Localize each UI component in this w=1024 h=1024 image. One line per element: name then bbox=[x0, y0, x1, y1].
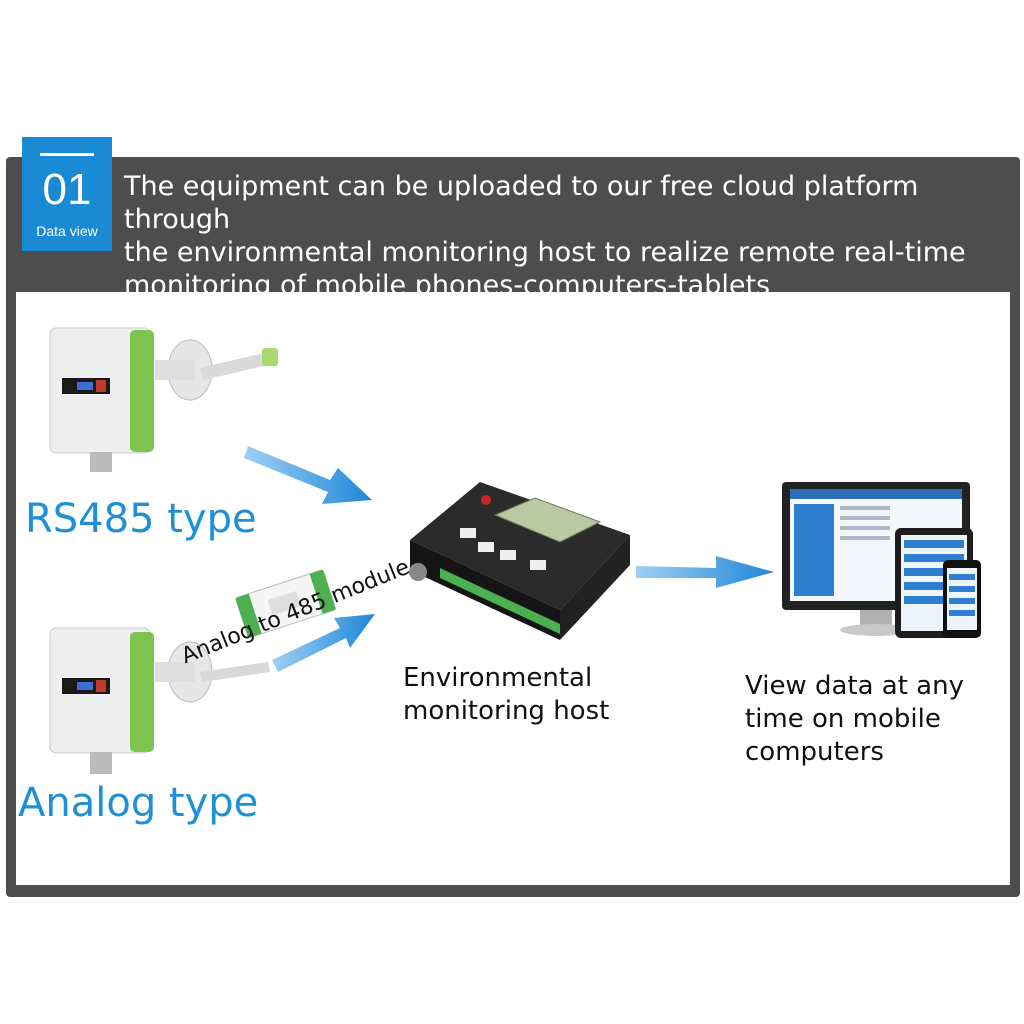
arrow-host-to-devices bbox=[636, 556, 774, 588]
view-data-line: time on mobile bbox=[745, 704, 941, 734]
host-label-line: Environmental bbox=[403, 663, 593, 693]
headline: The equipment can be uploaded to our fre… bbox=[124, 170, 1014, 302]
arrow-rs485-to-host bbox=[244, 446, 372, 504]
arrow-analog-to-host bbox=[272, 614, 375, 672]
devices-image bbox=[782, 482, 981, 638]
headline-line: the environmental monitoring host to rea… bbox=[124, 237, 966, 268]
monitoring-host-image bbox=[409, 482, 630, 640]
rs485-sensor-image bbox=[49, 327, 278, 472]
rs485-type-label: RS485 type bbox=[25, 496, 257, 542]
badge-number: 01 bbox=[42, 165, 92, 214]
view-data-line: computers bbox=[745, 737, 884, 767]
host-label-line: monitoring host bbox=[403, 696, 610, 726]
analog-sensor-image bbox=[49, 627, 270, 774]
badge-label: Data view bbox=[36, 223, 98, 239]
view-data-label: View data at any time on mobile computer… bbox=[745, 670, 964, 769]
host-label: Environmental monitoring host bbox=[403, 662, 609, 728]
analog-type-label: Analog type bbox=[18, 780, 259, 826]
badge-bar bbox=[40, 153, 94, 156]
converter-module-image bbox=[235, 569, 336, 638]
section-badge: 01 Data view bbox=[22, 137, 112, 251]
headline-line: The equipment can be uploaded to our fre… bbox=[124, 171, 919, 235]
view-data-line: View data at any bbox=[745, 671, 964, 701]
headline-line: monitoring of mobile phones-computers-ta… bbox=[124, 270, 771, 301]
